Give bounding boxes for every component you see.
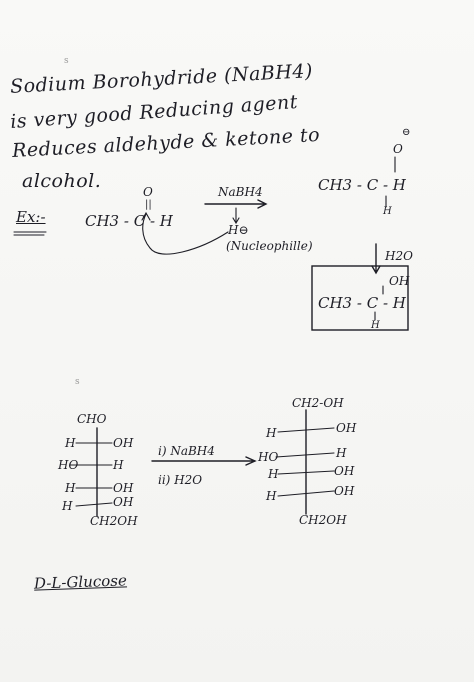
intermediate-formula: CH3 - C - H [318,176,406,194]
glucose-row-2-right: H [113,458,124,472]
reduction-reagent-1: i) NaBH4 [158,444,215,458]
reactant-formula: CH3 - C - H [85,212,173,230]
nucleophile-label: (Nucleophille) [226,239,313,253]
glucose-row-3-right: OH [113,481,134,495]
sorbitol-row-1-left: H [266,426,277,440]
sorbitol-top-group: CH2-OH [292,396,344,410]
water-arrow [371,243,381,275]
sorbitol-cross-bonds [275,427,335,497]
example-label: Ex:- [16,208,46,226]
hydride-ion: H⊖ [228,223,249,237]
intermediate-oxygen: O [393,142,403,156]
product-formula: CH3 - C - H [318,294,406,312]
sorbitol-row-3-left: H [268,467,279,481]
note-line-4: alcohol. [22,170,102,192]
sorbitol-row-4-left: H [266,489,277,503]
glucose-row-1-left: H [65,436,76,450]
glucose-bottom-group: CH2OH [90,514,138,528]
water-reagent: H2O [385,249,413,263]
sorbitol-row-2-left: HO [258,450,279,464]
glucose-top-group: CHO [77,412,107,426]
page-mark-middle: s [75,377,80,387]
glucose-row-2-left: HO [58,458,79,472]
glucose-row-1-right: OH [113,436,134,450]
sorbitol-row-4-right: OH [334,484,355,498]
page-mark-top: s [64,56,69,66]
attack-arrowhead [141,211,151,221]
reagent-arrow [204,199,268,209]
example-double-underline [13,231,47,236]
glucose-cross-bonds [69,442,113,507]
reactant-carbonyl-oxygen: O [143,185,153,199]
product-box [311,265,409,331]
glucose-row-4-left: H [62,499,73,513]
glucose-row-4-right: OH [113,495,134,509]
product-hydroxyl: OH [389,274,410,288]
nucleophilic-attack-arrow [142,213,229,255]
reduction-arrow [151,456,257,466]
intermediate-hydrogen: H [383,206,392,217]
sorbitol-row-1-right: OH [336,421,357,435]
reagent-nabh4: NaBH4 [218,185,263,199]
hydride-down-arrow [232,207,240,225]
glucose-row-3-left: H [65,481,76,495]
product-hydrogen: H [371,320,380,331]
sorbitol-row-2-right: H [336,446,347,460]
sorbitol-row-3-right: OH [334,464,355,478]
intermediate-charge: ⊖ [402,127,411,138]
sorbitol-bottom-group: CH2OH [299,513,347,527]
reduction-reagent-2: ii) H2O [158,473,203,487]
reactant-double-bond: || [145,199,152,210]
